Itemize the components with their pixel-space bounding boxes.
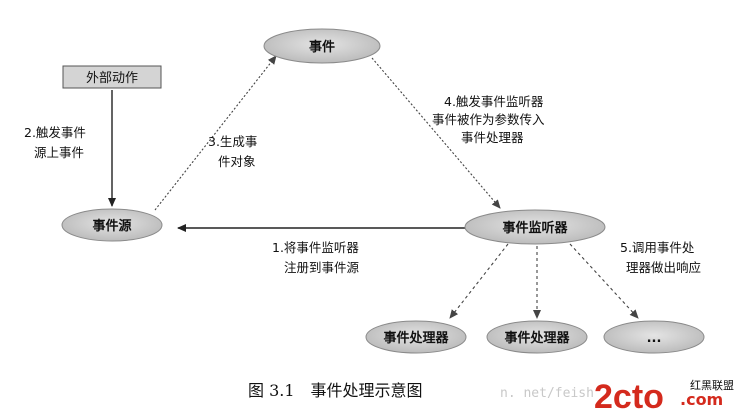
step-2-label: 2.触发事件 源上事件 xyxy=(24,125,86,160)
watermark-logo: 2cto 红黑联盟 .com xyxy=(594,378,734,416)
svg-text:事件: 事件 xyxy=(309,39,335,55)
node-event-listener: 事件监听器 xyxy=(464,209,606,245)
svg-text:3.生成事: 3.生成事 xyxy=(208,134,257,149)
svg-text:红黑联盟: 红黑联盟 xyxy=(690,379,734,392)
svg-text:事件处理器: 事件处理器 xyxy=(383,330,449,346)
svg-text:1.将事件监听器: 1.将事件监听器 xyxy=(272,240,359,255)
svg-text:理器做出响应: 理器做出响应 xyxy=(626,260,701,275)
node-handler-1: 事件处理器 xyxy=(365,320,467,354)
svg-text:事件监听器: 事件监听器 xyxy=(502,220,568,236)
figure-caption: 图 3.1 事件处理示意图 xyxy=(248,381,423,400)
node-external-action: 外部动作 xyxy=(62,65,162,89)
svg-text:4.触发事件监听器: 4.触发事件监听器 xyxy=(444,94,544,109)
step-5-label: 5.调用事件处 理器做出响应 xyxy=(620,240,701,275)
svg-text:...: ... xyxy=(647,331,662,346)
node-handler-2: 事件处理器 xyxy=(486,320,588,354)
step-3-label: 3.生成事 件对象 xyxy=(208,134,257,169)
svg-text:.com: .com xyxy=(680,390,723,409)
edge-listener-to-handler-more xyxy=(569,243,639,319)
step-1-label: 1.将事件监听器 注册到事件源 xyxy=(272,240,360,275)
svg-text:件对象: 件对象 xyxy=(218,154,256,169)
svg-text:5.调用事件处: 5.调用事件处 xyxy=(620,240,695,255)
edge-event-to-listener xyxy=(371,57,501,209)
svg-text:注册到事件源: 注册到事件源 xyxy=(284,260,360,275)
edge-listener-to-handler-1 xyxy=(449,243,509,319)
edge-source-to-event xyxy=(154,55,277,211)
svg-text:事件处理器: 事件处理器 xyxy=(504,330,570,346)
step-4-label: 4.触发事件监听器 事件被作为参数传入 事件处理器 xyxy=(432,94,545,145)
node-event-source: 事件源 xyxy=(61,208,163,242)
svg-text:事件被作为参数传入: 事件被作为参数传入 xyxy=(432,112,545,127)
watermark-url: n. net/feish xyxy=(500,386,594,401)
svg-text:2.触发事件: 2.触发事件 xyxy=(24,125,86,140)
svg-text:2cto: 2cto xyxy=(594,378,664,416)
svg-text:事件处理器: 事件处理器 xyxy=(461,130,524,145)
node-event: 事件 xyxy=(263,28,381,64)
node-handler-more: ... xyxy=(603,320,705,354)
svg-text:外部动作: 外部动作 xyxy=(86,71,138,86)
svg-text:源上事件: 源上事件 xyxy=(34,145,84,160)
svg-text:事件源: 事件源 xyxy=(92,218,131,234)
